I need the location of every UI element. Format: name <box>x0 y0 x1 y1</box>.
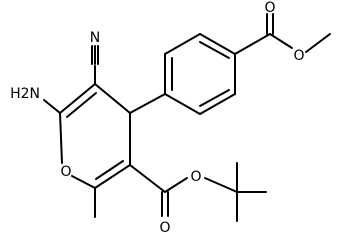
ester-carbonyl-oxygen-bottom-label: O <box>159 220 170 236</box>
bond-c2-c3 <box>59 83 96 114</box>
bond-ph-5-double <box>199 89 230 107</box>
ester-single-oxygen-bottom-label: O <box>190 169 201 185</box>
bond-ph-3 <box>199 33 236 55</box>
bond-c5-c6-double <box>95 160 124 180</box>
bond-ph-esterc <box>234 33 271 55</box>
ester-carbonyl-oxygen-top-label: O <box>264 0 275 16</box>
bond-c4-phenyl <box>129 93 166 114</box>
bonds <box>43 13 331 222</box>
bond-ph-5 <box>199 93 236 115</box>
bond-c5-esterc <box>129 164 166 193</box>
bond-c2-c3-double <box>66 92 97 118</box>
bond-ph-3-double <box>199 41 230 59</box>
bond-ph-2 <box>164 33 201 55</box>
bond-o-tbu <box>204 177 238 193</box>
bond-c6-o1 <box>71 175 96 189</box>
bond-o1-c2 <box>59 112 63 164</box>
bond-esterc2-o-single <box>269 33 293 49</box>
atom-labels: N H2N O O O O O <box>10 0 304 236</box>
ring-oxygen-label: O <box>60 164 71 180</box>
amine-label: H2N <box>10 86 40 102</box>
bond-c5-c6 <box>94 164 131 189</box>
bond-ph-6 <box>164 93 201 115</box>
ester-single-oxygen-top-label: O <box>293 48 304 64</box>
bond-c3-c4 <box>94 83 131 114</box>
bond-esterc-o-single <box>164 177 188 193</box>
nitrile-n-label: N <box>90 30 100 46</box>
bond-c2-n <box>43 99 61 114</box>
bond-o-methyl <box>305 33 331 53</box>
